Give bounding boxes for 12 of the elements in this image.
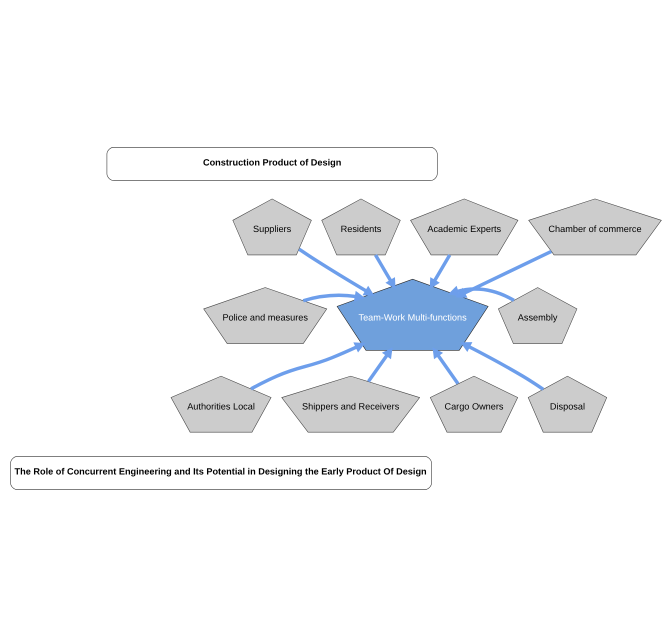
arrow — [430, 254, 452, 290]
arrow — [455, 250, 552, 298]
arrow — [460, 342, 544, 391]
arrow — [298, 248, 374, 296]
arrow — [367, 347, 393, 382]
node-box: The Role of Concurrent Engineering and Its Potential in Designing the Early Product Of Design — [10, 456, 432, 490]
node-box: Construction Product of Design — [106, 147, 438, 181]
arrow — [302, 290, 366, 302]
arrow — [374, 254, 396, 290]
arrow — [250, 342, 366, 390]
arrow — [448, 286, 515, 302]
arrow — [432, 347, 460, 385]
